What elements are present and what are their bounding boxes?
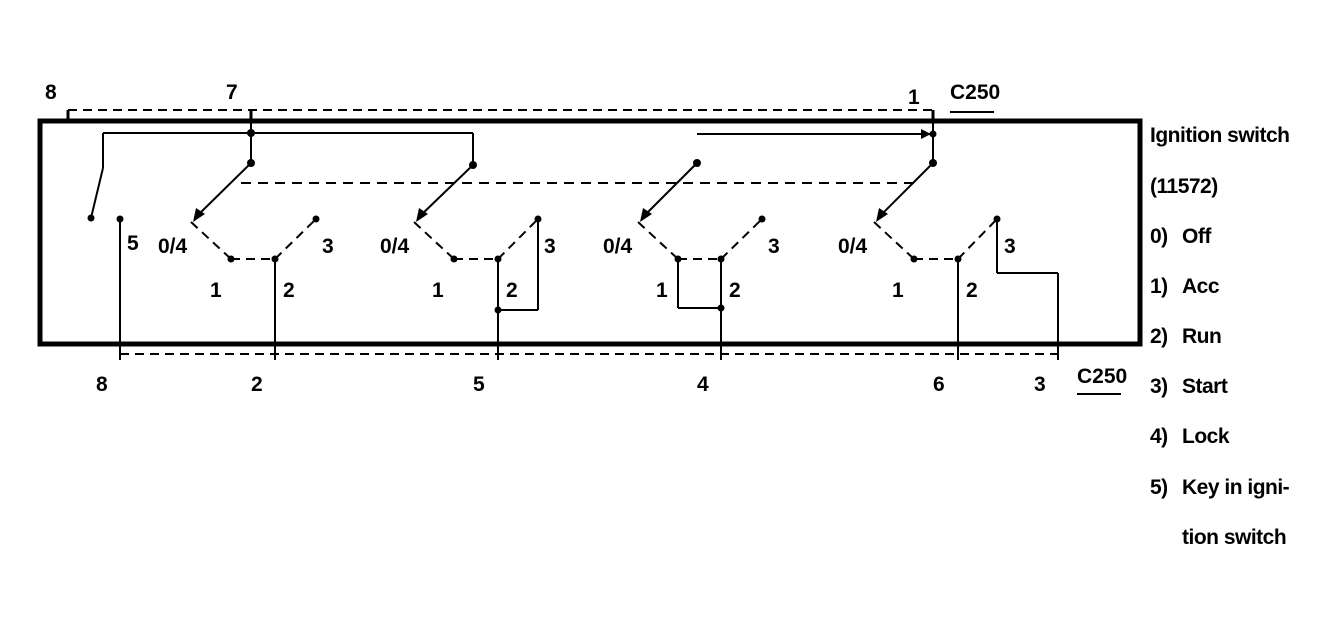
legend-item-text: tion switch <box>1182 526 1287 549</box>
switch-wafer-4 <box>873 159 1059 354</box>
wafer-1-label-1: 1 <box>210 279 222 302</box>
wafer-3-label-off: 0/4 <box>603 235 633 258</box>
junction-dot <box>929 130 937 138</box>
wafer-2-label-3: 3 <box>544 235 556 258</box>
bottom-pin-label: 3 <box>1034 373 1046 396</box>
wafer-1-label-3: 3 <box>322 235 334 258</box>
legend-item: tion switch <box>1150 526 1287 550</box>
top-pin-label-1: 1 <box>908 86 920 109</box>
legend-item: 5) Key in igni- <box>1150 476 1290 500</box>
legend-item-num: 1) <box>1150 275 1168 298</box>
wafer-2-label-2: 2 <box>506 279 518 302</box>
legend-item-num: 5) <box>1150 476 1168 499</box>
wafer-1-label-off: 0/4 <box>158 235 188 258</box>
wafer-1-label-2: 2 <box>283 279 295 302</box>
key-switch-contact <box>87 214 95 222</box>
switch-wafer-2 <box>413 164 542 354</box>
bottom-pin-label: 2 <box>251 373 263 396</box>
legend-item-text: Acc <box>1182 275 1220 298</box>
legend-item-text: Key in igni- <box>1182 476 1290 499</box>
switch-wafer-1 <box>190 162 320 354</box>
bottom-pin-label: 6 <box>933 373 945 396</box>
key-switch-blade <box>90 167 104 219</box>
wafer-3-label-2: 2 <box>729 279 741 302</box>
wafer-4-label-off: 0/4 <box>838 235 868 258</box>
legend-title-line2: (11572) <box>1150 175 1218 198</box>
legend-item: 0) Off <box>1150 225 1211 249</box>
bottom-pin-label: 4 <box>697 373 709 396</box>
wafer-4-label-1: 1 <box>892 279 904 302</box>
legend-item-num: 3) <box>1150 375 1168 398</box>
bottom-pin-label: 5 <box>473 373 485 396</box>
legend-item-num: 4) <box>1150 425 1168 448</box>
wafer-3-label-3: 3 <box>768 235 780 258</box>
wafer-2-label-1: 1 <box>432 279 444 302</box>
connector-label-top: C250 <box>950 81 1000 104</box>
wafer-3-label-1: 1 <box>656 279 668 302</box>
junction-dot <box>247 129 255 137</box>
top-pin-label-8: 8 <box>45 81 57 104</box>
top-pin-label-7: 7 <box>226 81 238 104</box>
wafer-4-label-2: 2 <box>966 279 978 302</box>
legend-item: 3) Start <box>1150 375 1228 399</box>
legend-title-line1: Ignition switch <box>1150 124 1290 147</box>
legend-item-text: Off <box>1182 225 1211 248</box>
legend-item-text: Run <box>1182 325 1222 348</box>
legend-item-text: Start <box>1182 375 1228 398</box>
switch-wafer-3 <box>637 159 766 354</box>
legend-item: 2) Run <box>1150 325 1222 349</box>
legend-item: 4) Lock <box>1150 425 1230 449</box>
wafer-2-label-off: 0/4 <box>380 235 410 258</box>
legend-item-num: 0) <box>1150 225 1168 248</box>
connector-label-bottom: C250 <box>1077 365 1127 388</box>
switch-housing <box>37 118 1143 347</box>
legend-item-text: Lock <box>1182 425 1230 448</box>
wafer-4-label-3: 3 <box>1004 235 1016 258</box>
legend-item: 1) Acc <box>1150 275 1220 299</box>
bottom-pin-label: 8 <box>96 373 108 396</box>
arrow-head-icon <box>921 129 931 139</box>
key-switch-label: 5 <box>127 232 139 255</box>
legend-item-num: 2) <box>1150 325 1168 348</box>
